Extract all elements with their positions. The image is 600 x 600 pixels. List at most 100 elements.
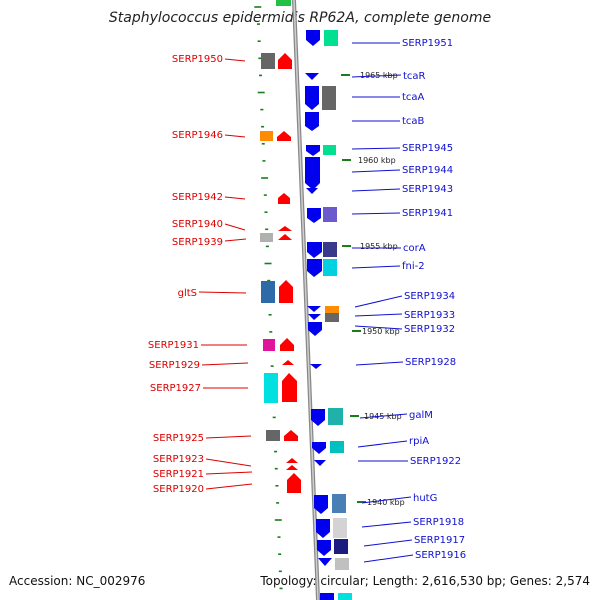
gene-label-serp1946: SERP1946	[172, 130, 223, 141]
leader-line	[351, 212, 401, 215]
gene-arrow	[310, 364, 322, 369]
gene-label-serp1944: SERP1944	[402, 165, 453, 176]
leader-line	[354, 295, 403, 308]
gene-label-serp1929: SERP1929	[149, 360, 200, 371]
leader-line	[351, 265, 401, 269]
gene-label-cora: corA	[403, 243, 426, 254]
gene-label-serp1932: SERP1932	[404, 324, 455, 335]
leader-line	[351, 169, 401, 173]
gene-arrow	[308, 322, 322, 336]
gene-label-serp1950: SERP1950	[172, 54, 223, 65]
leader-line	[359, 413, 408, 419]
gene-arrow	[282, 360, 294, 365]
gene-label-serp1933: SERP1933	[404, 310, 455, 321]
gene-arrow	[278, 226, 292, 231]
leader-line	[205, 471, 253, 475]
leader-line	[363, 539, 413, 547]
gene-label-serp1943: SERP1943	[402, 184, 453, 195]
scale-label-1940: 1940 kbp	[367, 498, 405, 507]
gene-label-serp1925: SERP1925	[153, 433, 204, 444]
gene-block	[324, 30, 338, 46]
gene-arrow	[317, 540, 331, 556]
gene-label-tcar: tcaR	[403, 71, 426, 82]
gene-arrow	[311, 409, 325, 426]
gene-label-serp1931: SERP1931	[148, 340, 199, 351]
scale-label-1960: 1960 kbp	[358, 156, 396, 165]
gene-label-serp1928: SERP1928	[405, 357, 456, 368]
gene-block	[325, 306, 339, 313]
gene-block	[260, 233, 273, 242]
gene-arrow	[306, 30, 320, 46]
gene-label-serp1916: SERP1916	[415, 550, 466, 561]
gene-arrow	[316, 519, 330, 538]
gene-block	[323, 145, 336, 155]
gene-arrow	[307, 259, 322, 277]
gene-arrow	[284, 430, 298, 441]
gene-block	[330, 441, 344, 453]
gene-arrow	[307, 208, 321, 223]
gene-label-tcaa: tcaA	[402, 92, 425, 103]
gene-block	[323, 207, 337, 222]
gene-label-serp1941: SERP1941	[402, 208, 453, 219]
gene-block	[333, 518, 347, 538]
leader-line	[205, 458, 252, 467]
forward-genes	[260, 0, 301, 493]
gene-label-serp1951: SERP1951	[402, 38, 453, 49]
gene-label-fni-2: fni-2	[402, 261, 425, 272]
gene-block	[332, 494, 346, 513]
gene-block	[325, 313, 339, 322]
gene-label-serp1934: SERP1934	[404, 291, 455, 302]
gene-label-serp1942: SERP1942	[172, 192, 223, 203]
gene-arrow	[308, 314, 321, 320]
scale-mark-1955: 1955 kbp	[342, 242, 398, 251]
gene-block	[264, 373, 278, 403]
topology-text: Topology: circular; Length: 2,616,530 bp…	[260, 574, 590, 588]
gene-label-tcab: tcaB	[402, 116, 425, 127]
gene-label-serp1918: SERP1918	[413, 517, 464, 528]
gene-block	[276, 0, 291, 6]
leader-line	[354, 325, 403, 330]
gene-label-serp1940: SERP1940	[172, 219, 223, 230]
gene-arrow	[307, 242, 322, 258]
leader-line	[198, 291, 247, 294]
gene-label-galm: galM	[409, 410, 433, 421]
leader-line	[354, 313, 403, 317]
scale-mark-1960: 1960 kbp	[342, 156, 396, 165]
gene-arrow	[278, 234, 292, 240]
reverse-labels: SERP1951 tcaR tcaA tcaB SERP1945 SERP194…	[351, 38, 466, 563]
gene-arrow	[277, 131, 291, 141]
gene-arrow	[278, 193, 290, 204]
gene-block	[328, 408, 343, 425]
gene-arrow	[279, 280, 293, 303]
gene-arrow	[286, 458, 298, 463]
gene-label-serp1922: SERP1922	[410, 456, 461, 467]
gene-label-rpia: rpiA	[409, 436, 429, 447]
gene-label-serp1920: SERP1920	[153, 484, 204, 495]
gene-label-serp1927: SERP1927	[150, 383, 201, 394]
gene-arrow	[307, 306, 321, 312]
gene-arrow	[305, 112, 319, 131]
leader-line	[363, 554, 414, 563]
gene-arrow	[312, 442, 326, 454]
gene-arrow	[314, 460, 326, 466]
leader-line	[205, 435, 252, 439]
leader-line	[224, 223, 246, 231]
gene-block	[323, 259, 337, 276]
gene-block	[320, 593, 334, 600]
leader-line	[355, 361, 404, 366]
gene-block	[338, 593, 352, 600]
gene-arrow	[305, 86, 319, 110]
gene-block	[260, 131, 273, 141]
gene-arrow	[305, 73, 319, 80]
leader-line	[351, 74, 402, 78]
leader-line	[361, 521, 412, 528]
gene-arrow	[278, 53, 292, 69]
gene-block	[261, 53, 275, 69]
leader-line	[201, 362, 249, 366]
gene-label-serp1939: SERP1939	[172, 237, 223, 248]
leader-line	[205, 483, 253, 490]
accession-text: Accession: NC_002976	[9, 574, 146, 588]
leader-line	[224, 58, 246, 62]
forward-labels: SERP1950 SERP1946 SERP1942 SERP1940 SERP…	[148, 54, 253, 495]
